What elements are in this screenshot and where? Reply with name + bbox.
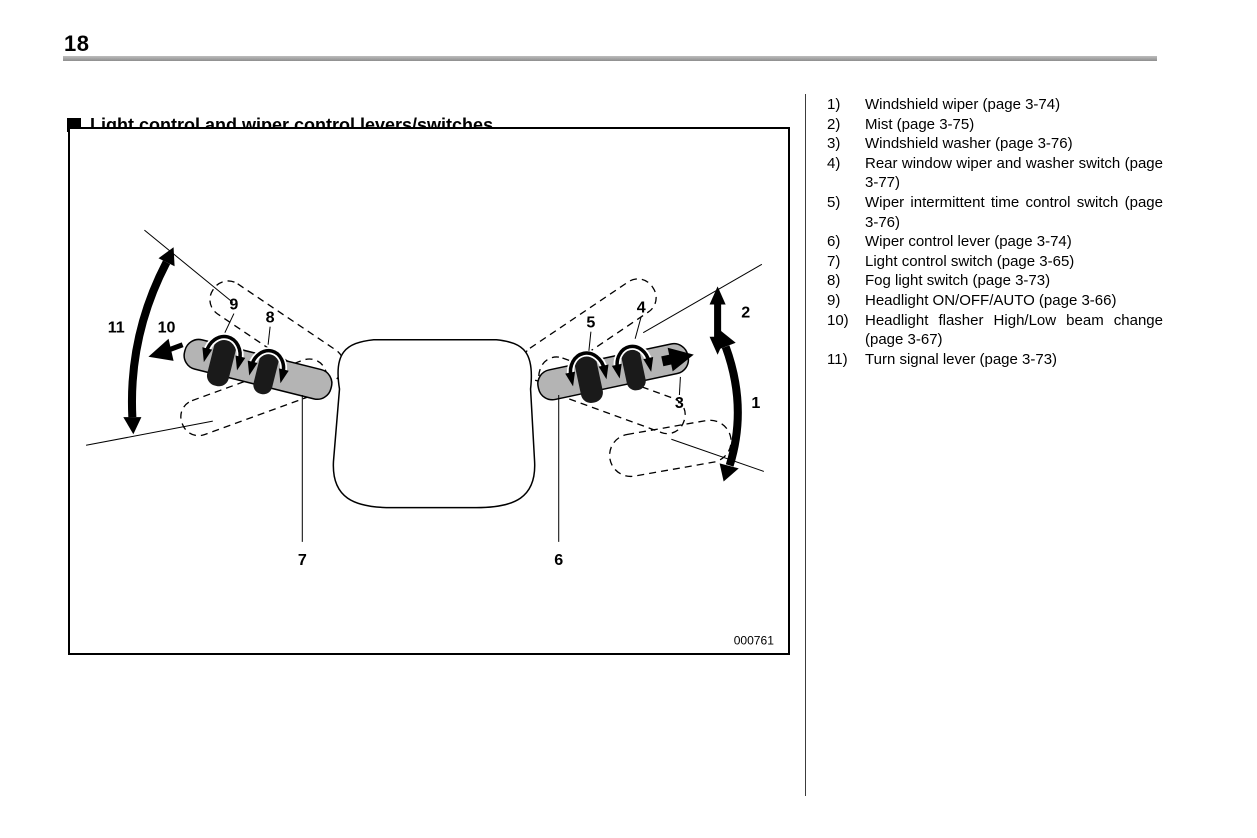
legend-item-number: 7) — [827, 252, 841, 270]
legend-item: 4) Rear window wiper and washer switch (… — [827, 154, 1163, 193]
right-lever-extra-position-outline — [608, 419, 732, 478]
callout-10: 10 — [158, 319, 176, 337]
headlight-rotary-ring — [206, 334, 237, 387]
flash-arrow-icon — [148, 338, 184, 361]
legend-item-text: Rear window wiper and washer switch (pag… — [865, 154, 1163, 192]
fog-light-rotary-ring — [253, 348, 280, 395]
leader-line — [642, 263, 763, 334]
figure-code: 000761 — [734, 633, 774, 647]
callout-7: 7 — [298, 551, 307, 569]
legend-item: 11) Turn signal lever (page 3-73) — [827, 350, 1163, 370]
legend-item-number: 3) — [827, 135, 841, 153]
leader-line — [267, 326, 271, 345]
callout-11: 11 — [108, 319, 125, 337]
right-lever-down-position-outline — [538, 356, 686, 435]
leader-line — [144, 229, 234, 303]
callout-5: 5 — [586, 314, 595, 332]
legend-item: 2) Mist (page 3-75) — [827, 115, 1163, 135]
legend-item-number: 10) — [827, 311, 849, 329]
legend-item: 7) Light control switch (page 3-65) — [827, 252, 1163, 272]
legend-item-number: 8) — [827, 272, 841, 290]
callout-3: 3 — [675, 394, 684, 412]
legend-item-number: 9) — [827, 291, 841, 309]
leader-line — [678, 376, 681, 396]
intermittent-time-ring — [574, 350, 603, 403]
legend-item-text: Light control switch (page 3-65) — [865, 252, 1075, 270]
legend-item-text: Fog light switch (page 3-73) — [865, 272, 1051, 290]
lever-diagram-svg: 11 10 9 8 5 4 3 2 1 7 6 000761 — [85, 229, 774, 647]
legend-item-number: 5) — [827, 193, 841, 211]
turn-signal-arrow-icon — [123, 247, 175, 435]
legend-item: 5) Wiper intermittent time control switc… — [827, 193, 1163, 232]
callout-1: 1 — [751, 394, 760, 412]
legend-item: 9) Headlight ON/OFF/AUTO (page 3-66) — [827, 291, 1163, 311]
legend-item-text: Mist (page 3-75) — [865, 115, 975, 133]
leader-line — [85, 420, 213, 446]
callout-2: 2 — [741, 304, 750, 322]
legend-item: 1) Windshield wiper (page 3-74) — [827, 95, 1163, 115]
rotate-arrow-icon — [247, 347, 289, 384]
legend-item-text: Windshield washer (page 3-76) — [865, 135, 1073, 153]
wiper-lever-body — [537, 342, 690, 401]
legend-item-text: Wiper control lever (page 3-74) — [865, 233, 1072, 251]
wiper-range-arrow-icon — [717, 330, 742, 482]
page-number: 18 — [64, 31, 90, 56]
legend-item-number: 11) — [827, 350, 848, 368]
column-divider — [805, 94, 806, 796]
legend-item-text: Turn signal lever (page 3-73) — [865, 350, 1058, 368]
steering-column-outline — [332, 338, 536, 509]
rear-wiper-ring — [620, 344, 646, 391]
legend-item: 6) Wiper control lever (page 3-74) — [827, 232, 1163, 252]
callout-9: 9 — [229, 296, 238, 314]
washer-push-arrow-icon — [667, 347, 694, 372]
legend-item-number: 1) — [827, 96, 841, 113]
legend-item-text: Headlight ON/OFF/AUTO (page 3-66) — [865, 291, 1117, 309]
legend-item-text: Headlight flasher High/Low beam change (… — [865, 311, 1163, 349]
legend-item: 8) Fog light switch (page 3-73) — [827, 271, 1163, 291]
legend-item-number: 4) — [827, 154, 841, 172]
legend-list: 1) Windshield wiper (page 3-74) 2) Mist … — [827, 95, 1163, 369]
legend-item-text: Wiper intermittent time control switch (… — [865, 193, 1163, 231]
light-control-lever — [183, 333, 333, 401]
header-rule — [63, 56, 1157, 61]
legend-item-number: 6) — [827, 233, 841, 251]
legend-item: 3) Windshield washer (page 3-76) — [827, 134, 1163, 154]
rotate-arrow-icon — [611, 342, 654, 379]
leader-line — [588, 331, 592, 351]
callout-6: 6 — [554, 551, 563, 569]
wiper-control-lever — [537, 342, 694, 403]
leader-line — [634, 316, 642, 339]
rotate-arrow-icon — [202, 333, 246, 371]
legend-item: 10) Headlight flasher High/Low beam chan… — [827, 311, 1163, 350]
figure-diagram: 11 10 9 8 5 4 3 2 1 7 6 000761 — [68, 127, 790, 655]
leader-line — [671, 438, 765, 472]
legend-item-number: 2) — [827, 115, 841, 133]
callout-8: 8 — [266, 309, 275, 327]
leader-line — [224, 313, 235, 333]
legend-item-text: Windshield wiper (page 3-74) — [865, 96, 1061, 113]
callout-4: 4 — [637, 299, 646, 317]
rotate-arrow-icon — [565, 349, 609, 387]
